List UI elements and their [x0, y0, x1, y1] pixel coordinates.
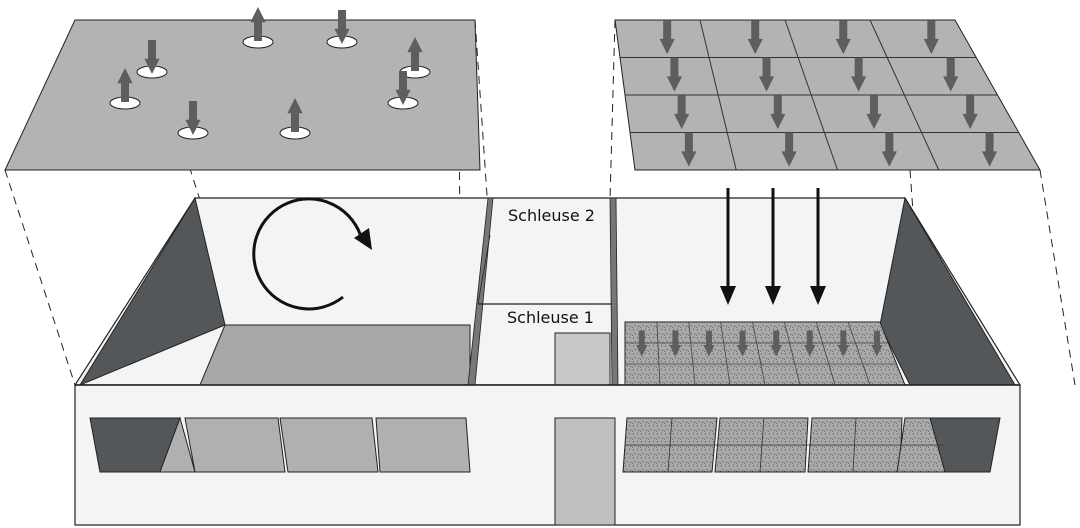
ceiling-filter-arrow: [866, 95, 882, 130]
ceiling-filter-arrow: [943, 57, 959, 92]
floor-exhaust-arrow: [636, 330, 648, 357]
floor-exhaust-arrow: [669, 330, 682, 357]
floor-grid-line: [847, 321, 871, 386]
air-up-arrow: [250, 7, 266, 41]
left-ceiling-panel: [4, 19, 481, 171]
right-ceiling-arrows: [659, 20, 998, 167]
floor-exhaust-arrow: [837, 330, 850, 357]
ceiling-outlet: [399, 37, 431, 79]
right-floor-grid: [625, 321, 897, 386]
ceiling-filter-arrow: [681, 132, 697, 167]
air-down-arrow: [185, 101, 201, 135]
air-up-arrow: [287, 98, 303, 132]
ceiling-filter-arrow: [781, 132, 797, 167]
ceiling-filter-arrow: [659, 20, 675, 55]
laminar-head: [720, 286, 736, 305]
building: [73, 196, 1022, 526]
laminar-arrows: [720, 188, 826, 305]
ceiling-filter-arrow: [923, 20, 939, 55]
floor-grid-line: [752, 321, 766, 386]
ceiling-filter-arrow: [962, 95, 978, 130]
floor-grid-line: [688, 321, 696, 386]
floor-grid-line: [783, 321, 801, 386]
ceiling-outlet: [109, 68, 141, 110]
air-down-arrow: [395, 71, 411, 105]
front-door: [554, 417, 616, 526]
left-ceiling-outlets: [109, 7, 431, 140]
floor-exhaust-arrow: [871, 330, 883, 357]
floor-exhaust-arrow: [736, 330, 749, 357]
left-room-side-wall: [78, 196, 226, 387]
left-room-floor: [199, 324, 471, 386]
ceiling-outlet: [279, 98, 311, 140]
air-up-arrow: [117, 68, 133, 102]
ceiling-filter-arrow: [666, 57, 683, 92]
right-ceiling-grid: [620, 19, 1019, 171]
ceiling-outlet: [177, 101, 209, 140]
grid-line: [869, 19, 940, 171]
ceiling-filter-arrow: [881, 132, 897, 167]
ceiling-outlet: [387, 71, 419, 110]
ceiling-outlet: [242, 7, 274, 49]
ceiling-filter-arrow: [747, 20, 763, 55]
right-room-side-wall: [879, 196, 1016, 386]
floor-exhaust-arrow: [703, 330, 715, 357]
floor-exhaust-arrow: [804, 330, 816, 357]
ceiling-outlet: [326, 10, 358, 49]
ceiling-filter-arrow: [851, 57, 867, 92]
circulating-flow-arrow: [252, 197, 372, 311]
ceiling-filter-arrow: [770, 95, 786, 130]
air-down-arrow: [334, 10, 350, 44]
floor-grid-line: [656, 321, 661, 386]
air-up-arrow: [407, 37, 423, 71]
air-down-arrow: [144, 40, 160, 74]
airlock-2-label: Schleuse 2: [508, 206, 595, 225]
ceiling-filter-arrow: [674, 95, 690, 130]
ceiling-filter-arrow: [758, 57, 775, 92]
floor-grid-line: [720, 321, 731, 386]
right-floor-arrows: [636, 330, 883, 357]
ceiling-outlet: [136, 40, 168, 79]
right-room-floor: [624, 321, 906, 386]
laminar-head: [765, 286, 781, 305]
floor-exhaust-arrow: [770, 330, 782, 357]
laminar-head: [810, 286, 826, 305]
ceiling-filter-arrow: [981, 132, 998, 167]
floor-grid-line: [815, 321, 836, 386]
grid-line: [699, 19, 737, 171]
airlock-1-door: [554, 332, 611, 386]
ceiling-filter-arrow: [835, 20, 851, 55]
grid-line: [784, 19, 838, 171]
airlock-1-label: Schleuse 1: [507, 308, 594, 327]
